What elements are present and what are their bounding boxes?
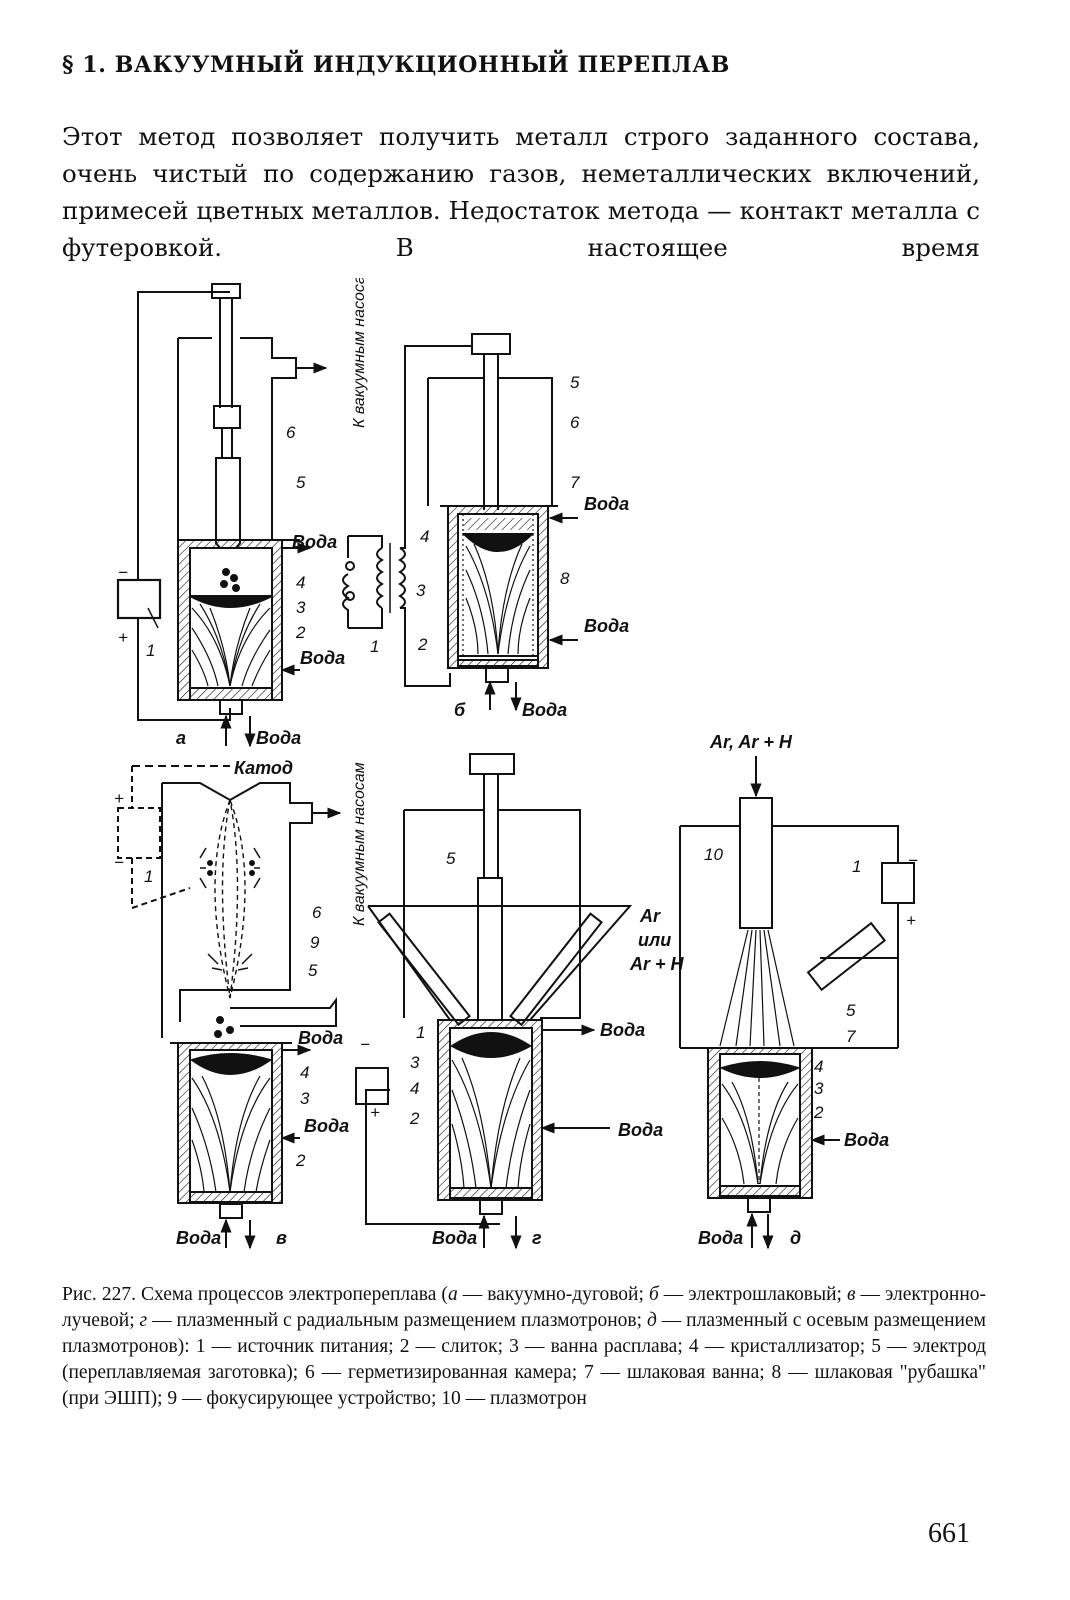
panel-b-label-4: 4 — [420, 527, 429, 546]
panel-b-water-1: Вода — [584, 494, 629, 514]
panel-g-label-3: 3 — [410, 1053, 420, 1072]
panel-v-plus: + — [114, 789, 124, 808]
panel-g-label-2: 2 — [409, 1109, 420, 1128]
panel-v-to-vacuum-pumps: К вакуумным насосам — [351, 762, 368, 926]
panel-a-label-6: 6 — [286, 423, 296, 442]
panel-d-label-4: 4 — [814, 1057, 823, 1076]
panel-v-label-2: 2 — [295, 1151, 306, 1170]
panel-a-label-1: 1 — [146, 641, 155, 660]
panel-b-label-3: 3 — [416, 581, 426, 600]
panel-a-labels: − + 1 2 3 4 5 6 Вода Вода Вода а К вакуу… — [118, 278, 368, 748]
panel-b-label-2: 2 — [417, 635, 428, 654]
panel-d-minus: − — [908, 851, 918, 870]
panel-a-water-1: Вода — [292, 532, 337, 552]
panel-d-label-1: 1 — [852, 857, 861, 876]
panel-d-plasma-axial — [679, 756, 915, 1250]
panel-v-label-1: 1 — [144, 867, 153, 886]
panel-a-label-2: 2 — [295, 623, 306, 642]
caption-a-text: — вакуумно-дуговой; — [457, 1284, 649, 1305]
panel-d-water-2: Вода — [698, 1228, 743, 1248]
caption-d: д — [646, 1310, 657, 1331]
caption-g-text: — плазменный с радиальным размещением пл… — [147, 1310, 647, 1331]
caption-v-text: — электронно-лучевой; — [62, 1284, 987, 1331]
caption-a: а — [447, 1284, 458, 1305]
panel-v-label-9: 9 — [310, 933, 320, 952]
panel-b-label-6: 6 — [570, 413, 580, 432]
panel-v-labels: Катод + − 1 6 9 5 4 3 2 Вода Вода Вода в… — [114, 758, 368, 1248]
panel-g-water-1: Вода — [600, 1020, 645, 1040]
panel-a-water-3: Вода — [256, 728, 301, 748]
panel-g-plus: + — [370, 1103, 380, 1122]
panel-b-water-2: Вода — [584, 616, 629, 636]
panel-g-ar: Ar — [639, 906, 661, 926]
panel-v-water-1: Вода — [298, 1028, 343, 1048]
panel-g-or: или — [638, 930, 671, 950]
panel-v-water-2: Вода — [304, 1116, 349, 1136]
caption-title: Схема процессов электропереплава ( — [141, 1284, 448, 1305]
panel-d-label-10: 10 — [704, 845, 723, 864]
panel-d-label-3: 3 — [814, 1079, 824, 1098]
caption-fig-label: Рис. 227. — [62, 1284, 136, 1305]
panel-g-caption-letter: г — [532, 1228, 542, 1248]
panel-g-water-2: Вода — [618, 1120, 663, 1140]
panel-b-electroslag — [342, 333, 578, 712]
panel-g-labels: − + 1 3 4 2 5 Ar или Ar + H Вода Вода Во… — [360, 849, 685, 1248]
panel-v-cathode: Катод — [234, 758, 293, 778]
caption-g: г — [139, 1310, 148, 1331]
caption-b: б — [648, 1284, 659, 1305]
panel-v-caption-letter: в — [276, 1228, 287, 1248]
figure-caption: Рис. 227. Схема процессов электроперепла… — [62, 1282, 986, 1412]
panel-g-plasma-radial — [355, 753, 633, 1250]
panel-v-label-6: 6 — [312, 903, 322, 922]
panel-d-water-1: Вода — [844, 1130, 889, 1150]
panel-a-to-vacuum-pumps: К вакуумным насосам — [351, 278, 368, 428]
panel-a-label-3: 3 — [296, 598, 306, 617]
panel-a-label-4: 4 — [296, 573, 305, 592]
section-heading: § 1. ВАКУУМНЫЙ ИНДУКЦИОННЫЙ ПЕРЕПЛАВ — [62, 52, 730, 78]
panel-v-label-5: 5 — [308, 961, 318, 980]
panel-a-water-2: Вода — [300, 648, 345, 668]
panel-b-label-7: 7 — [570, 473, 580, 492]
panel-b-labels: 1 2 3 4 5 6 7 8 Вода Вода Вода б — [370, 373, 629, 720]
panel-v-water-3: Вода — [176, 1228, 221, 1248]
panel-d-label-5: 5 — [846, 1001, 856, 1020]
panel-d-label-2: 2 — [813, 1103, 824, 1122]
panel-b-label-1: 1 — [370, 637, 379, 656]
panel-g-arh: Ar + H — [629, 954, 685, 974]
caption-legend: 1 — источник питания; 2 — слиток; 3 — ва… — [62, 1336, 987, 1409]
panel-v-label-3: 3 — [300, 1089, 310, 1108]
panel-d-caption-letter: д — [790, 1228, 801, 1248]
panel-d-labels: Ar, Ar + H 10 1 − + 5 7 4 3 2 Вода Вода … — [698, 732, 918, 1248]
panel-v-label-4: 4 — [300, 1063, 309, 1082]
page-number: 661 — [928, 1518, 970, 1549]
panel-a-plus: + — [118, 628, 128, 647]
caption-d-text: — плазменный с осевым размещением плазмо… — [62, 1310, 986, 1357]
panel-v-electron-beam — [117, 765, 342, 1250]
panel-d-gas-label: Ar, Ar + H — [709, 732, 793, 752]
panel-b-caption-letter: б — [454, 700, 466, 720]
electroremelting-figure: − + 1 2 3 4 5 6 Вода Вода Вода а К вакуу… — [114, 278, 918, 1250]
panel-g-label-4: 4 — [410, 1079, 419, 1098]
caption-v: в — [847, 1284, 856, 1305]
body-paragraph: Этот метод позволяет получить металл стр… — [62, 122, 980, 262]
panel-a-caption-letter: а — [176, 728, 186, 748]
panel-a-vacuum-arc — [116, 283, 328, 748]
panel-b-water-3: Вода — [522, 700, 567, 720]
panel-v-minus: − — [114, 853, 124, 872]
panel-g-label-5: 5 — [446, 849, 456, 868]
panel-g-label-1: 1 — [416, 1023, 425, 1042]
panel-d-label-7: 7 — [846, 1027, 856, 1046]
panel-d-plus: + — [906, 911, 916, 930]
panel-g-minus: − — [360, 1035, 370, 1054]
panel-a-label-5: 5 — [296, 473, 306, 492]
caption-b-text: — электрошлаковый; — [658, 1284, 847, 1305]
panel-a-minus: − — [118, 563, 128, 582]
panel-b-label-5: 5 — [570, 373, 580, 392]
panel-g-water-3: Вода — [432, 1228, 477, 1248]
panel-b-label-8: 8 — [560, 569, 570, 588]
